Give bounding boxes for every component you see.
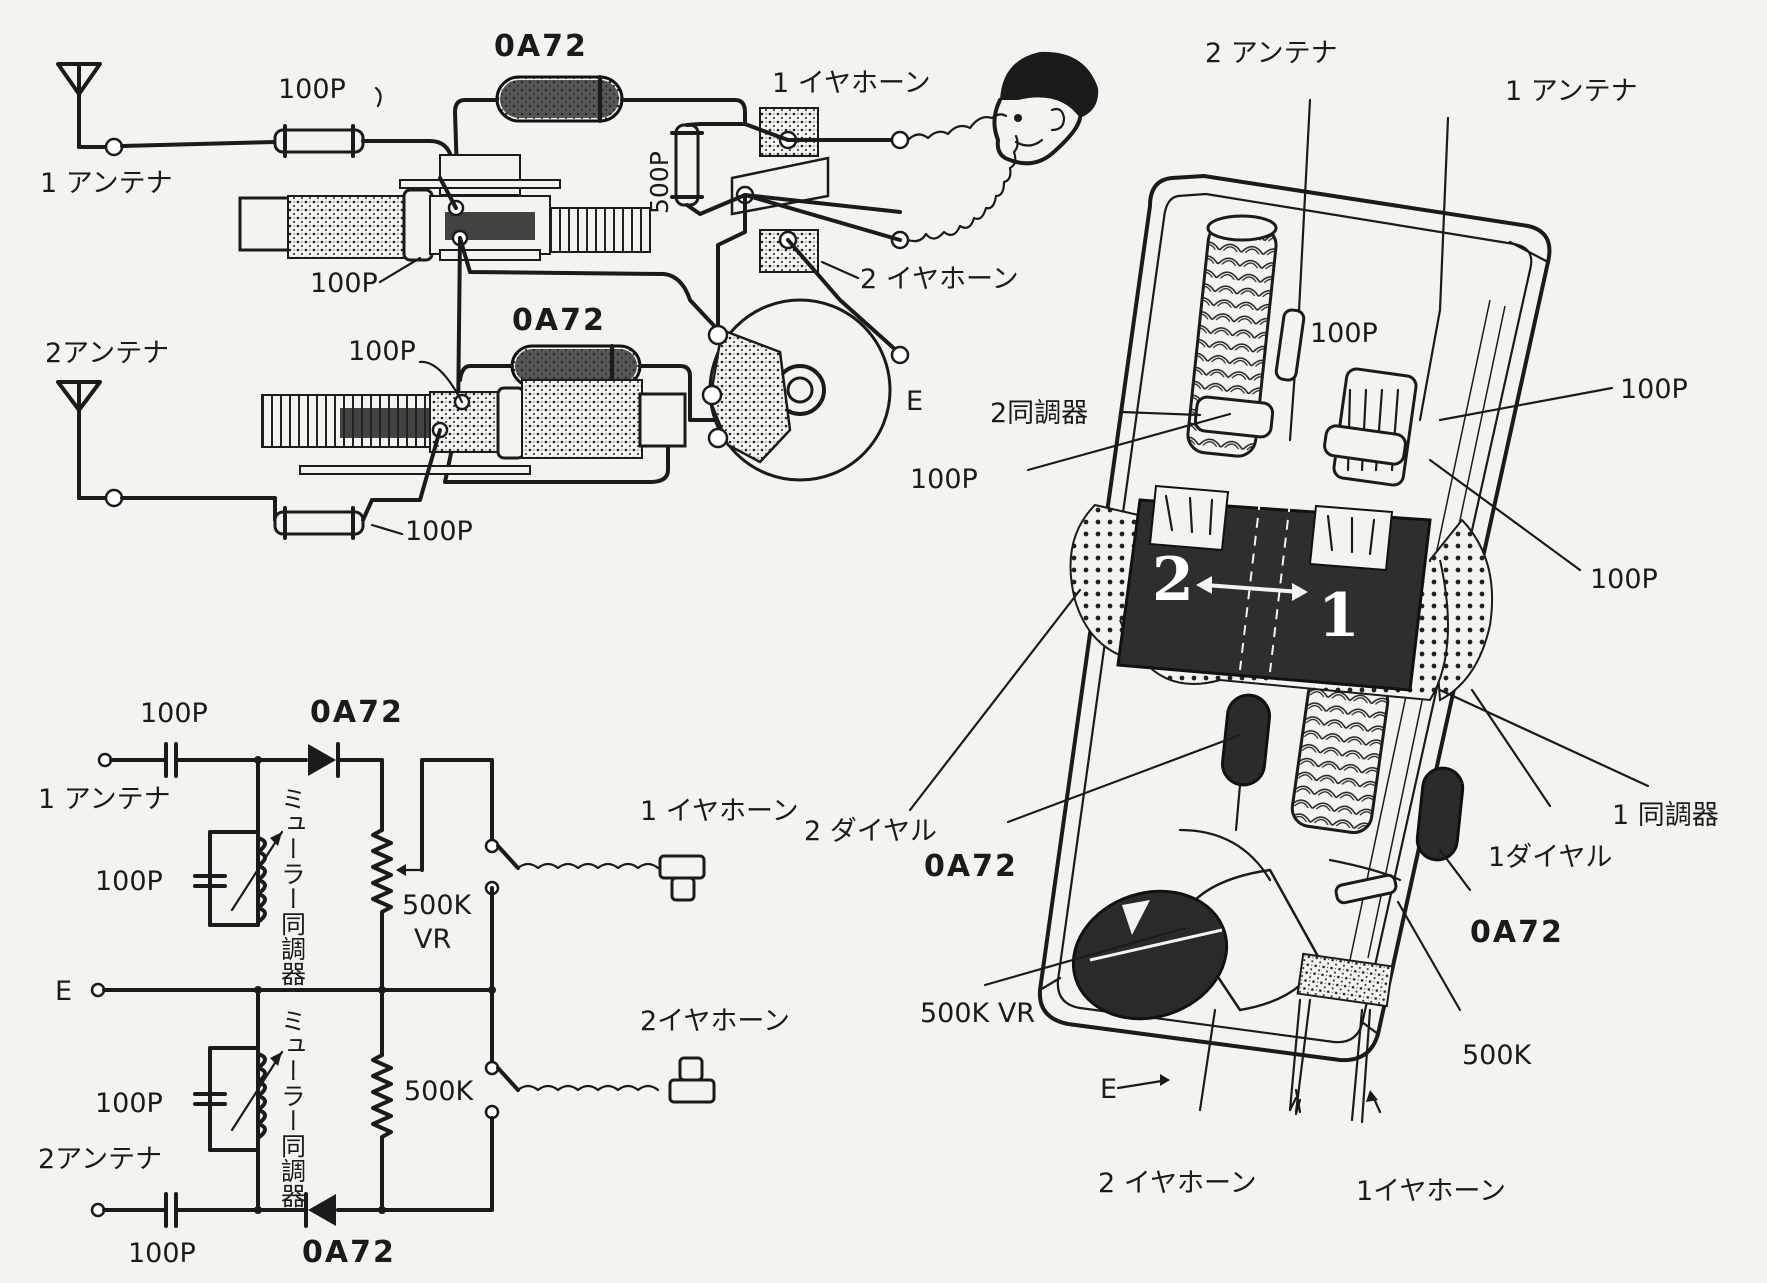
label-schem-cap-tune2: 100P — [95, 1088, 163, 1119]
label-earphone-1-wiring: 1 イヤホーン — [772, 68, 931, 99]
label-assy-vr: 500K VR — [920, 998, 1035, 1029]
schematic: 100P 0A72 1 アンテナ 100P ミューラー同調器 500K VR 1… — [38, 695, 799, 1270]
schematic-earphone2 — [668, 1056, 716, 1104]
label-assy-cap-left: 100P — [910, 464, 978, 495]
label-assy-ground: E — [1100, 1074, 1117, 1105]
assembly-vr-knob — [1071, 868, 1322, 1021]
label-assy-dial1: 1ダイヤル — [1488, 842, 1612, 873]
label-schem-earphone1: 1 イヤホーン — [640, 796, 799, 827]
label-assy-tuner1: 1 同調器 — [1612, 800, 1719, 831]
schematic-cap-tune2 — [193, 1046, 227, 1152]
label-schem-cap-tune1: 100P — [95, 866, 163, 897]
leader-cap-antenna2-lower — [370, 523, 404, 536]
label-assy-diode-left: 0A72 — [924, 849, 1018, 884]
label-antenna-1-wiring: 1 アンテナ — [40, 168, 173, 199]
assembly-resistor-500k — [1296, 873, 1398, 1008]
label-earphone-2-wiring: 2 イヤホーン — [860, 264, 1019, 295]
label-antenna-2-wiring: 2アンテナ — [45, 338, 169, 369]
label-schem-antenna1: 1 アンテナ — [38, 784, 171, 815]
label-assy-earphone1: 1イヤホーン — [1356, 1176, 1506, 1207]
cap-500p — [670, 123, 704, 207]
antenna-2-symbol — [56, 380, 124, 508]
antenna-1-symbol — [56, 62, 124, 157]
schematic-earphone1 — [658, 854, 706, 902]
label-schem-antenna2: 2アンテナ — [38, 1144, 162, 1175]
label-cap-antenna1: 100P — [278, 74, 346, 105]
label-diode-bottom: 0A72 — [512, 303, 606, 338]
tuner-2-assembly — [261, 379, 687, 475]
label-schem-diode1: 0A72 — [310, 695, 404, 730]
schematic-cap-in2 — [164, 1192, 178, 1228]
label-assy-cap-right-mid: 100P — [1590, 564, 1658, 595]
tuner-1-assembly — [238, 154, 651, 262]
assembly-diode-left — [1220, 693, 1272, 832]
assembly-cap-center — [1274, 308, 1306, 382]
assembly-tuner-2 — [1186, 214, 1278, 458]
label-schem-r2-value: 500K — [404, 1076, 475, 1107]
leader-cap-tuner1 — [378, 256, 422, 284]
label-assy-antenna2: 2 アンテナ — [1205, 38, 1338, 69]
label-assy-resistor: 500K — [1462, 1040, 1533, 1071]
label-schem-cap-in1: 100P — [140, 698, 208, 729]
label-schem-tuner2: ミューラー同調器 — [278, 1008, 307, 1208]
schematic-coil2 — [230, 1050, 284, 1140]
leader-cap-antenna1 — [374, 86, 382, 108]
schematic-cap-tune1 — [193, 830, 227, 927]
label-assy-tuner2: 2同調器 — [990, 398, 1088, 429]
assembly-dial-plate: 2 1 — [1116, 484, 1432, 692]
label-assy-diode-right: 0A72 — [1470, 915, 1564, 950]
leader-earphone-2-wiring — [820, 260, 860, 280]
label-schem-diode2: 0A72 — [302, 1235, 396, 1270]
label-dial-2-number: 2 — [1152, 545, 1194, 615]
listener-head-illustration — [906, 51, 1099, 243]
label-schem-vr1-type: VR — [414, 924, 451, 955]
label-diode-top: 0A72 — [494, 29, 588, 64]
terminal-board-top — [730, 107, 830, 273]
assembly-tuner-1 — [1290, 367, 1418, 835]
label-ground-wiring: E — [906, 386, 923, 417]
diode-0a72-top — [495, 75, 624, 123]
label-cap-antenna2-upper: 100P — [348, 336, 416, 367]
label-assy-cap-right-top: 100P — [1620, 374, 1688, 405]
label-schem-ground: E — [55, 976, 72, 1007]
variable-resistor-disc — [701, 298, 892, 482]
schematic-diode1 — [308, 742, 340, 778]
label-dial-1-number: 1 — [1318, 581, 1360, 651]
label-schem-tuner1: ミューラー同調器 — [278, 786, 307, 986]
label-assy-earphone2: 2 イヤホーン — [1098, 1168, 1257, 1199]
label-cap-tuner1: 100P — [310, 268, 378, 299]
schematic-cap-in1 — [164, 742, 178, 778]
assembly-diode-right — [1415, 766, 1465, 862]
assembly-drawing: 2 1 — [804, 38, 1719, 1207]
label-cap-500p: 500P — [645, 151, 674, 214]
label-cap-antenna2-lower: 100P — [405, 516, 473, 547]
schematic-coil1 — [230, 830, 284, 924]
cap-100p-antenna2-lower — [273, 506, 365, 540]
wiring-diagram: 0A72 100P 1 アンテナ 100P 500P 1 イヤホーン 2 イヤホ… — [40, 29, 1099, 547]
label-schem-cap-in2: 100P — [128, 1238, 196, 1269]
label-assy-cap-center: 100P — [1310, 318, 1378, 349]
assembly-leaders — [908, 386, 1650, 1116]
label-assy-antenna1: 1 アンテナ — [1505, 76, 1638, 107]
label-assy-dial2: 2 ダイヤル — [804, 816, 937, 847]
label-schem-vr1-value: 500K — [402, 890, 473, 921]
cap-100p-antenna1 — [273, 124, 365, 158]
schematic-diode2 — [304, 1192, 336, 1228]
label-schem-earphone2: 2イヤホーン — [640, 1006, 790, 1037]
